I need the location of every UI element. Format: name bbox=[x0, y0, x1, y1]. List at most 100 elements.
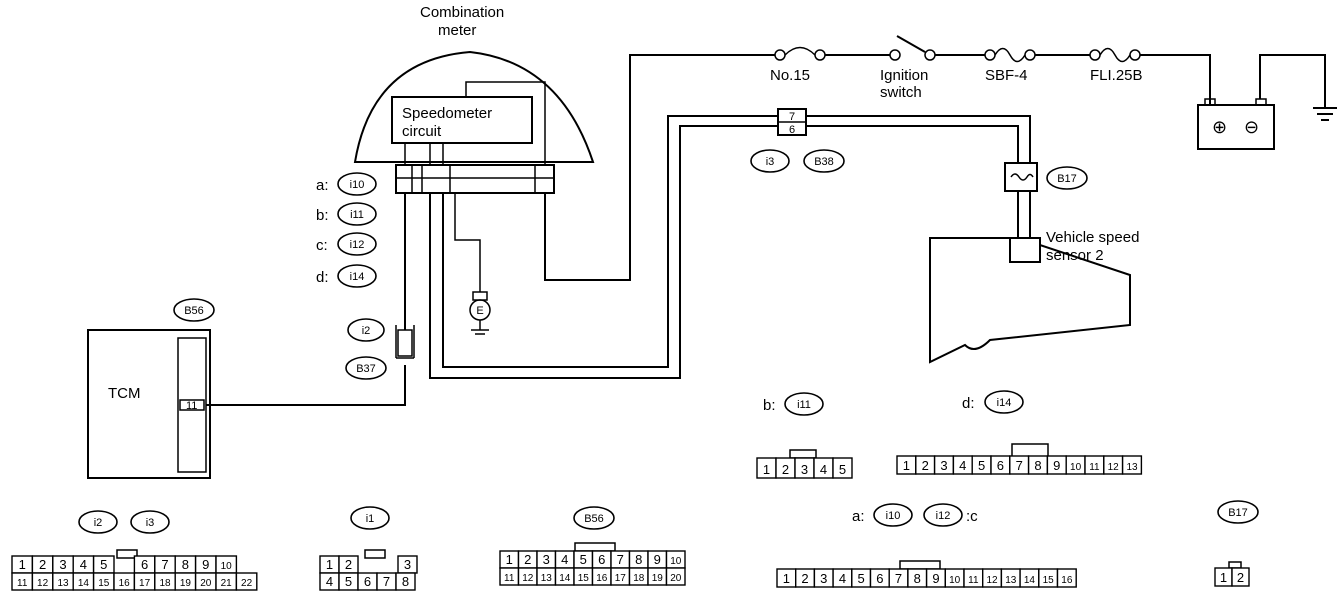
pin-label: 2 bbox=[345, 557, 352, 572]
pin-label: 11 bbox=[968, 575, 979, 586]
tcm-label: TCM bbox=[108, 385, 141, 402]
pin-cell: 4 bbox=[832, 568, 853, 588]
pin-label: 9 bbox=[202, 557, 209, 572]
pin-label: 9 bbox=[654, 552, 661, 567]
pin-label: 16 bbox=[596, 573, 608, 584]
pin-label: 16 bbox=[119, 578, 131, 589]
pin-cell: 11 bbox=[499, 567, 520, 586]
pin-cell: 5 bbox=[851, 568, 872, 588]
vehicle-speed-sensor: Vehicle speed sensor 2 bbox=[929, 229, 1139, 364]
pin-cell: 12 bbox=[1103, 455, 1124, 475]
connector-b38: B38 bbox=[814, 156, 834, 168]
pin-cell: 15 bbox=[92, 572, 115, 591]
connector-b56-tag: B56 bbox=[184, 305, 204, 317]
pin-cell: 7 bbox=[1009, 455, 1030, 475]
connector-views: b: i11 d: i14 i2 i3 i1 B56 a: i10 i12 :c… bbox=[11, 390, 1259, 591]
pin-label: 13 bbox=[1005, 575, 1017, 586]
meter-ground: E bbox=[454, 193, 491, 335]
pin-label: 10 bbox=[221, 561, 233, 572]
pin-cell: 3 bbox=[536, 550, 557, 569]
pin-cell: 16 bbox=[1056, 568, 1077, 588]
view-i3-tag: i3 bbox=[146, 517, 155, 529]
pin-label: 14 bbox=[559, 573, 571, 584]
pin-label: 10 bbox=[949, 575, 961, 586]
pin-cell: 13 bbox=[536, 567, 557, 586]
pin-cell: 3 bbox=[813, 568, 834, 588]
tag-b-prefix: b: bbox=[316, 207, 329, 224]
view-b56-tag: B56 bbox=[584, 513, 604, 525]
pin-label: 14 bbox=[1024, 575, 1036, 586]
fuse-fli25b-label: FLI.25B bbox=[1090, 67, 1143, 84]
pin-cell: 2 bbox=[1231, 567, 1250, 587]
pin-cell: 3 bbox=[52, 555, 74, 574]
view-i2-tag: i2 bbox=[94, 517, 103, 529]
pin-cell: 19 bbox=[174, 572, 197, 591]
connector-i3-tag: i3 bbox=[766, 156, 775, 168]
pin-cell: 6 bbox=[869, 568, 890, 588]
pin-label: 2 bbox=[524, 552, 531, 567]
pin-label: 1 bbox=[1220, 570, 1227, 585]
pin-label: 18 bbox=[159, 578, 171, 589]
pin-cell: 1 bbox=[896, 455, 917, 475]
connector-i2-block bbox=[397, 329, 413, 357]
fuse-sbf4-label: SBF-4 bbox=[985, 67, 1028, 84]
ground-e-label: E bbox=[476, 305, 483, 317]
pin-label: 6 bbox=[997, 458, 1004, 473]
pin-cell: 5 bbox=[573, 550, 594, 569]
pin-label: 5 bbox=[978, 458, 985, 473]
pin-label: 8 bbox=[1034, 458, 1041, 473]
pin-label: 1 bbox=[506, 552, 513, 567]
fuse-no15-label: No.15 bbox=[770, 67, 810, 84]
view-c-suffix: :c bbox=[966, 508, 978, 525]
pin-label: 4 bbox=[839, 571, 846, 586]
pin-label: 18 bbox=[633, 573, 645, 584]
combination-meter-label-2: meter bbox=[438, 22, 476, 39]
connector-b17-block bbox=[1004, 162, 1038, 192]
speedometer-circuit-label-2: circuit bbox=[402, 123, 442, 140]
pin-cell: 5 bbox=[971, 455, 992, 475]
pin-label: 17 bbox=[139, 578, 151, 589]
pin-label: 6 bbox=[598, 552, 605, 567]
pin-label: 8 bbox=[182, 557, 189, 572]
pin-cell: 11 bbox=[11, 572, 34, 591]
pin-cell: 2 bbox=[775, 457, 796, 479]
pin-cell: 10 bbox=[944, 568, 965, 588]
meter-connector-tags: a: i10 b: i11 c: i12 d: i14 bbox=[316, 172, 377, 288]
pin-label: 13 bbox=[1126, 462, 1138, 473]
pin-cell: 7 bbox=[376, 572, 397, 591]
pin-label: 10 bbox=[1070, 462, 1082, 473]
tag-c-prefix: c: bbox=[316, 237, 328, 254]
pin-label: 3 bbox=[59, 557, 66, 572]
combination-meter: Combination meter Speedometer circuit bbox=[353, 4, 595, 194]
pin-cell: 6 bbox=[133, 555, 156, 574]
pin-label: 3 bbox=[801, 462, 808, 477]
pin-label: 4 bbox=[959, 458, 966, 473]
pin-cell: 2 bbox=[338, 555, 359, 574]
pin-label: 7 bbox=[895, 571, 902, 586]
pin-cell: 14 bbox=[1019, 568, 1040, 588]
pin-label: 16 bbox=[1061, 575, 1073, 586]
pin-label: 5 bbox=[580, 552, 587, 567]
pin-label: 1 bbox=[903, 458, 910, 473]
pin-cell: 15 bbox=[1038, 568, 1059, 588]
pin-label: 3 bbox=[543, 552, 550, 567]
tag-d-prefix: d: bbox=[316, 269, 329, 286]
vehicle-speed-sensor-label-2: sensor 2 bbox=[1046, 247, 1104, 264]
pin-cell: 12 bbox=[982, 568, 1003, 588]
pin-cell: 13 bbox=[1000, 568, 1021, 588]
pin-label: 15 bbox=[1043, 575, 1055, 586]
pin-cell: 9 bbox=[1046, 455, 1067, 475]
pin-cell: 1 bbox=[319, 555, 340, 574]
pin-cell: 12 bbox=[517, 567, 538, 586]
pin-cell: 18 bbox=[628, 567, 649, 586]
pin-label: 4 bbox=[820, 462, 827, 477]
combination-meter-label: Combination bbox=[420, 4, 504, 21]
pin-label: 12 bbox=[1108, 462, 1120, 473]
tag-a-prefix: a: bbox=[316, 177, 329, 194]
pin-cell: 16 bbox=[591, 567, 612, 586]
pin-label: 15 bbox=[98, 578, 110, 589]
b38-pin-7: 7 bbox=[789, 111, 795, 123]
pin-cell: 1 bbox=[776, 568, 797, 588]
pin-label: 14 bbox=[78, 578, 90, 589]
